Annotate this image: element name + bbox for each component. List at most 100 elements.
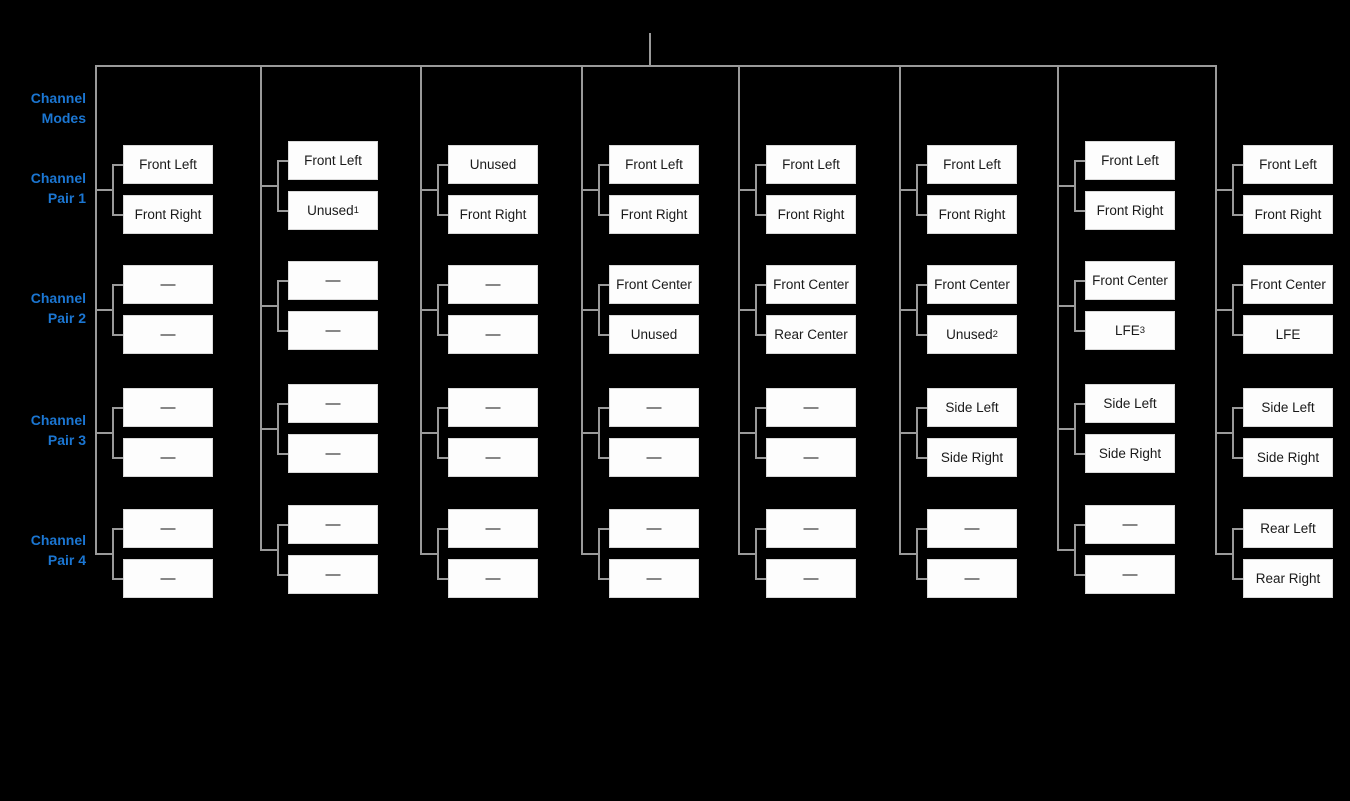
channel-slot[interactable]: Front Left bbox=[288, 141, 378, 180]
channel-slot-empty[interactable]: — bbox=[123, 315, 213, 354]
channel-slot-empty[interactable]: — bbox=[448, 265, 538, 304]
channel-slot[interactable]: Side Right bbox=[927, 438, 1017, 477]
channel-slot-empty[interactable]: — bbox=[448, 388, 538, 427]
channel-slot[interactable]: Front Left bbox=[927, 145, 1017, 184]
bracket-trunk-tick bbox=[95, 552, 114, 555]
bracket-trunk-tick bbox=[260, 184, 279, 187]
channel-slot[interactable]: Front Center bbox=[609, 265, 699, 304]
bracket-arm bbox=[112, 213, 126, 216]
channel-slot[interactable]: Rear Left bbox=[1243, 509, 1333, 548]
channel-slot[interactable]: Front Center bbox=[927, 265, 1017, 304]
channel-slot[interactable]: Front Center bbox=[766, 265, 856, 304]
channel-slot[interactable]: Front Center bbox=[1085, 261, 1175, 300]
channel-slot-empty[interactable]: — bbox=[927, 509, 1017, 548]
bracket-arm bbox=[598, 333, 612, 336]
channel-slot-empty[interactable]: — bbox=[288, 384, 378, 423]
channel-slot[interactable]: Front Left bbox=[609, 145, 699, 184]
bracket-arm bbox=[598, 577, 612, 580]
channel-slot[interactable]: Front Right bbox=[609, 195, 699, 234]
bracket-arm bbox=[755, 406, 769, 409]
channel-slot[interactable]: Front Right bbox=[766, 195, 856, 234]
channel-slot[interactable]: Front Right bbox=[123, 195, 213, 234]
channel-slot[interactable]: Side Right bbox=[1243, 438, 1333, 477]
channel-slot[interactable]: Front Right bbox=[927, 195, 1017, 234]
channel-slot[interactable]: Side Left bbox=[927, 388, 1017, 427]
channel-slot-empty[interactable]: — bbox=[927, 559, 1017, 598]
channel-slot[interactable]: LFE bbox=[1243, 315, 1333, 354]
channel-slot-empty[interactable]: — bbox=[123, 559, 213, 598]
channel-slot[interactable]: Front Left bbox=[1243, 145, 1333, 184]
bracket-arm bbox=[112, 406, 126, 409]
channel-slot[interactable]: Unused bbox=[448, 145, 538, 184]
trunk-horizontal-line bbox=[95, 65, 1215, 67]
channel-slot-empty[interactable]: — bbox=[123, 388, 213, 427]
bracket-arm bbox=[112, 163, 126, 166]
channel-slot-empty[interactable]: — bbox=[766, 388, 856, 427]
channel-slot-empty[interactable]: — bbox=[448, 438, 538, 477]
channel-slot[interactable]: Front Center bbox=[1243, 265, 1333, 304]
channel-slot[interactable]: Rear Right bbox=[1243, 559, 1333, 598]
channel-slot-empty[interactable]: — bbox=[609, 509, 699, 548]
channel-slot[interactable]: Side Left bbox=[1085, 384, 1175, 423]
bracket-arm bbox=[916, 406, 930, 409]
channel-pair-3-group: —— bbox=[738, 388, 856, 477]
bracket-arm bbox=[112, 577, 126, 580]
bracket-trunk-tick bbox=[581, 552, 600, 555]
channel-slot[interactable]: Side Left bbox=[1243, 388, 1333, 427]
channel-slot[interactable]: Front Left bbox=[766, 145, 856, 184]
channel-slot[interactable]: Front Left bbox=[1085, 141, 1175, 180]
channel-slot-empty[interactable]: — bbox=[288, 555, 378, 594]
channel-slot[interactable]: Unused bbox=[609, 315, 699, 354]
channel-slot-empty[interactable]: — bbox=[288, 311, 378, 350]
channel-slot[interactable]: Front Right bbox=[1243, 195, 1333, 234]
bracket-trunk-tick bbox=[738, 431, 757, 434]
channel-slot-empty[interactable]: — bbox=[766, 559, 856, 598]
channel-slot-empty[interactable]: — bbox=[288, 505, 378, 544]
trunk-root-stem bbox=[649, 33, 651, 65]
channel-slot[interactable]: Front Right bbox=[448, 195, 538, 234]
bracket-arm bbox=[916, 213, 930, 216]
bracket-trunk-tick bbox=[1215, 188, 1234, 191]
bracket-arm bbox=[112, 527, 126, 530]
channel-slot[interactable]: Front Left bbox=[123, 145, 213, 184]
channel-slot[interactable]: Rear Center bbox=[766, 315, 856, 354]
channel-slot-empty[interactable]: — bbox=[123, 265, 213, 304]
channel-slot-empty[interactable]: — bbox=[123, 438, 213, 477]
channel-slot-empty[interactable]: — bbox=[448, 315, 538, 354]
channel-slot-empty[interactable]: — bbox=[609, 438, 699, 477]
channel-slot-empty[interactable]: — bbox=[1085, 505, 1175, 544]
channel-slot-empty[interactable]: — bbox=[609, 559, 699, 598]
channel-slot-empty[interactable]: — bbox=[288, 261, 378, 300]
channel-slot-empty[interactable]: — bbox=[766, 509, 856, 548]
row-label-channel-pair-3: Channel Pair 3 bbox=[30, 412, 86, 448]
channel-slot-empty[interactable]: — bbox=[123, 509, 213, 548]
channel-slot[interactable]: Front Right bbox=[1085, 191, 1175, 230]
channel-slot-empty[interactable]: — bbox=[448, 559, 538, 598]
channel-slot-empty[interactable]: — bbox=[1085, 555, 1175, 594]
bracket-arm bbox=[277, 523, 291, 526]
channel-pair-4-group: —— bbox=[581, 509, 699, 598]
bracket-trunk-tick bbox=[1057, 427, 1076, 430]
bracket-arm bbox=[598, 163, 612, 166]
channel-pair-4-group: —— bbox=[260, 505, 378, 594]
channel-pair-3-group: —— bbox=[420, 388, 538, 477]
channel-slot-empty[interactable]: — bbox=[609, 388, 699, 427]
channel-slot[interactable]: Side Right bbox=[1085, 434, 1175, 473]
bracket-arm bbox=[916, 283, 930, 286]
bracket-arm bbox=[755, 577, 769, 580]
bracket-trunk-tick bbox=[581, 431, 600, 434]
channel-slot-empty[interactable]: — bbox=[766, 438, 856, 477]
channel-slot-empty[interactable]: — bbox=[288, 434, 378, 473]
channel-slot-empty[interactable]: — bbox=[448, 509, 538, 548]
